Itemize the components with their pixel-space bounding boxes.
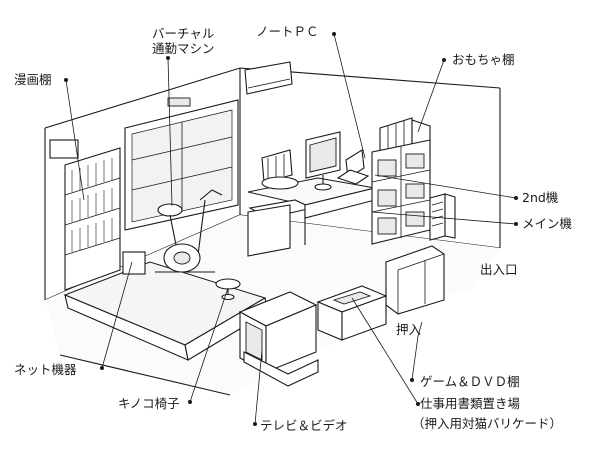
- label-manga-shelf: 漫画棚: [14, 72, 52, 87]
- label-game-dvd-shelf: ゲーム＆ＤＶＤ棚: [420, 374, 520, 389]
- label-virtual-commute-machine: バーチャル 通勤マシン: [152, 26, 215, 56]
- leader-dots: [64, 32, 518, 426]
- desk: [247, 177, 376, 257]
- desk-chair: [261, 149, 299, 190]
- label-2nd-machine: 2nd機: [522, 190, 559, 205]
- label-closet: 押入: [396, 322, 422, 337]
- air-conditioner: [244, 61, 293, 95]
- tv-video-illustration: [238, 291, 319, 387]
- exercise-bike: [155, 189, 223, 273]
- label-document-area: 仕事用書類置き場: [420, 396, 521, 411]
- label-network-equipment: ネット機器: [14, 362, 77, 377]
- manga-shelf-illustration: [64, 147, 121, 291]
- monitor: [305, 131, 341, 191]
- label-entrance: 出入口: [480, 262, 518, 277]
- label-cat-barricade: （押入用対猫バリケード）: [412, 416, 563, 431]
- toy-shelf-illustration: [371, 117, 431, 245]
- pc-towers: [429, 193, 456, 241]
- closet-barricade: [385, 245, 445, 315]
- label-main-machine: メイン機: [522, 216, 573, 231]
- label-mushroom-chair: キノコ椅子: [118, 396, 180, 411]
- notebook-pc-illustration: [336, 149, 370, 185]
- mushroom-chair-illustration: [215, 278, 241, 301]
- leader-lines: [65, 33, 517, 425]
- label-toy-shelf: おもちゃ棚: [452, 52, 515, 67]
- label-notebook-pc: ノートＰＣ: [256, 24, 319, 39]
- wall-box: [49, 139, 79, 159]
- label-tv-video: テレビ＆ビデオ: [260, 418, 348, 433]
- network-equipment-box: [122, 251, 146, 275]
